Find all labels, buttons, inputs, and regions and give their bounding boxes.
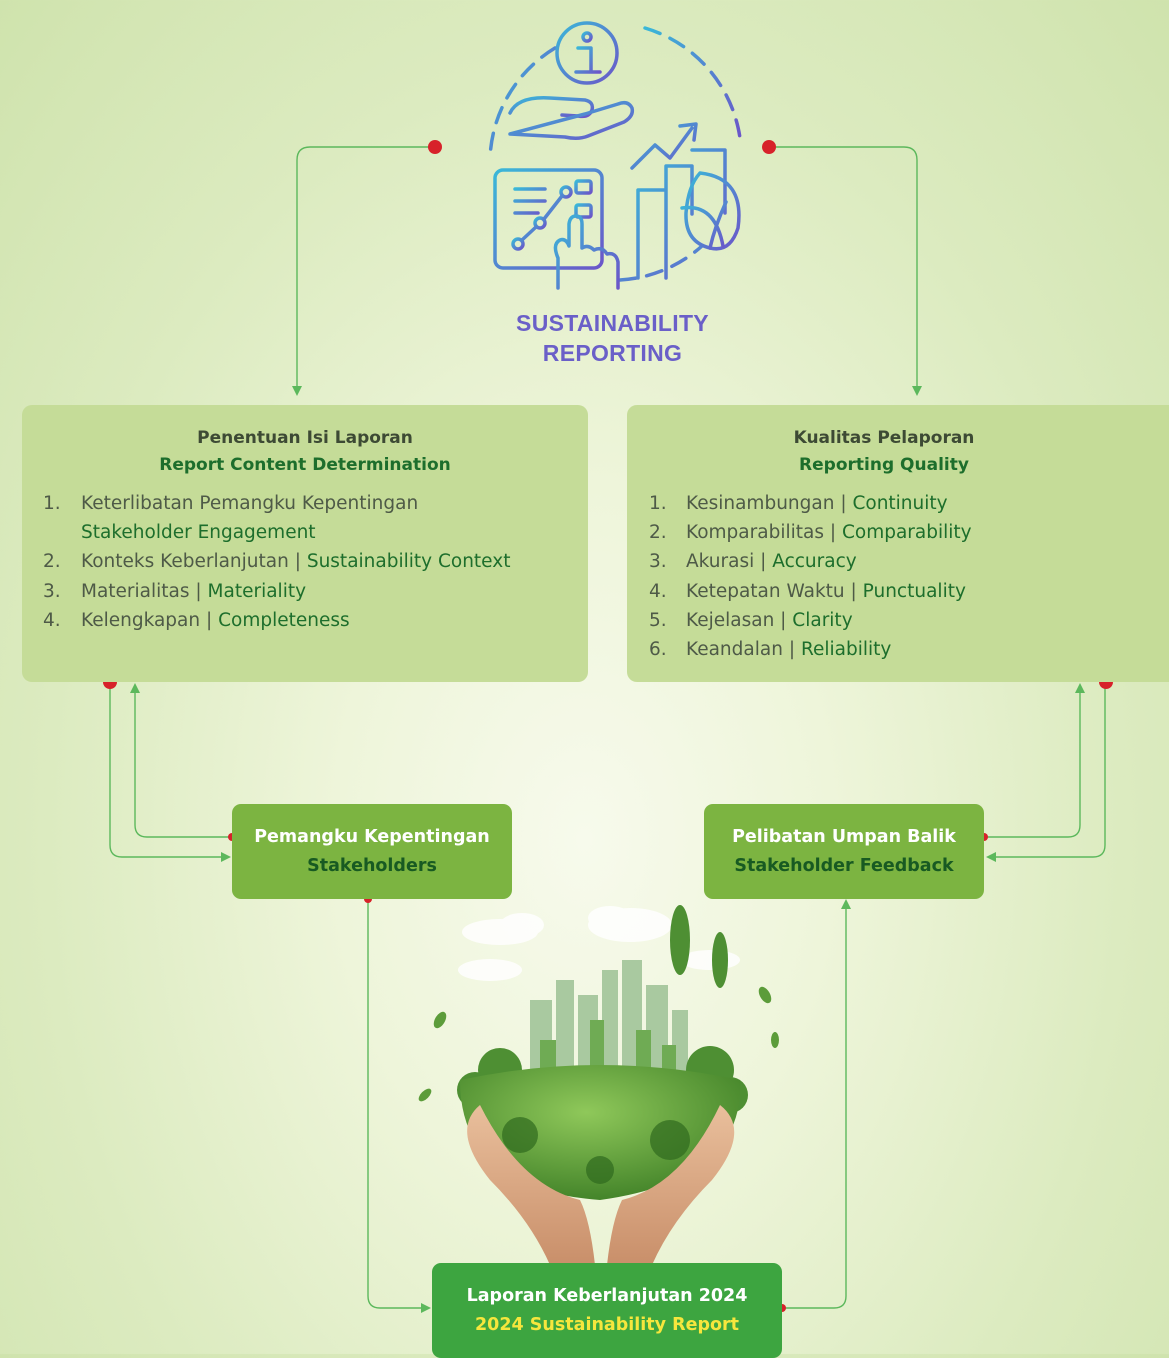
item-separator: | bbox=[754, 551, 773, 573]
arrow-report-to-feedback bbox=[782, 899, 851, 1309]
item-label-id: Keandalan bbox=[686, 639, 783, 661]
hands-holding-globe-illustration bbox=[418, 905, 779, 1265]
list-item: 4. Kelengkapan | Completeness bbox=[22, 606, 588, 635]
item-label-id: Kejelasan bbox=[686, 609, 775, 631]
list-item: 3. Materialitas | Materiality bbox=[22, 577, 588, 606]
report-label-en: 2024 Sustainability Report bbox=[475, 1314, 739, 1335]
list-number: 5. bbox=[649, 609, 667, 631]
item-label-en: Comparability bbox=[841, 522, 972, 544]
item-separator: | bbox=[774, 609, 793, 631]
title-line-1: SUSTAINABILITY bbox=[516, 310, 709, 336]
list-number: 3. bbox=[43, 580, 61, 602]
report-label-id: Laporan Keberlanjutan 2024 bbox=[466, 1285, 748, 1306]
item-label-id: Ketepatan Waktu bbox=[686, 580, 845, 602]
item-separator: | bbox=[189, 580, 208, 602]
list-number: 6. bbox=[649, 639, 667, 661]
list-item: 4. Ketepatan Waktu | Punctuality bbox=[627, 577, 1169, 606]
item-label-en: Reliability bbox=[800, 639, 892, 661]
item-label-id: Konteks Keberlanjutan bbox=[81, 551, 289, 573]
item-label-en: Stakeholder Engagement bbox=[81, 522, 316, 544]
list-item: 1. Kesinambungan | Continuity bbox=[627, 489, 1169, 518]
item-label-id: Komparabilitas bbox=[686, 522, 824, 544]
feedback-label-id: Pelibatan Umpan Balik bbox=[732, 826, 956, 847]
list-item: 5. Kejelasan | Clarity bbox=[627, 606, 1169, 635]
sustainability-report-box: Laporan Keberlanjutan 2024 2024 Sustaina… bbox=[432, 1263, 782, 1358]
stakeholders-label-en: Stakeholders bbox=[307, 855, 437, 876]
item-label-en: Sustainability Context bbox=[306, 551, 511, 573]
item-label-id: Materialitas bbox=[81, 580, 190, 602]
arrow-quality-to-feedback bbox=[986, 682, 1106, 862]
item-label-en: Clarity bbox=[792, 609, 853, 631]
item-separator: | bbox=[844, 580, 863, 602]
list-item: 3. Akurasi | Accuracy bbox=[627, 547, 1169, 576]
content-box-list: 1. Keterlibatan Pemangku Kepentingan Sta… bbox=[22, 489, 588, 635]
list-number: 2. bbox=[43, 551, 61, 573]
title-line-2: REPORTING bbox=[542, 340, 683, 366]
arrow-stakeholders-to-content bbox=[130, 683, 232, 838]
feedback-label-en: Stakeholder Feedback bbox=[734, 855, 954, 876]
list-item: 2. Komparabilitas | Comparability bbox=[627, 518, 1169, 547]
item-label-id: Kesinambungan bbox=[686, 493, 835, 514]
item-label-id: Keterlibatan Pemangku Kepentingan bbox=[81, 493, 419, 514]
list-item: 1. Keterlibatan Pemangku Kepentingan Sta… bbox=[22, 489, 588, 547]
quality-box-heading: Kualitas Pelaporan Reporting Quality bbox=[581, 425, 1169, 479]
content-box-heading: Penentuan Isi Laporan Report Content Det… bbox=[22, 425, 588, 479]
list-item: 2. Konteks Keberlanjutan | Sustainabilit… bbox=[22, 547, 588, 576]
stakeholders-box: Pemangku Kepentingan Stakeholders bbox=[232, 804, 512, 899]
arrow-logo-to-quality bbox=[769, 146, 922, 396]
item-separator: | bbox=[200, 609, 219, 631]
quality-box-list: 1. Kesinambungan | Continuity 2. Kompara… bbox=[627, 489, 1169, 664]
item-separator: | bbox=[834, 493, 853, 514]
stakeholder-feedback-box: Pelibatan Umpan Balik Stakeholder Feedba… bbox=[704, 804, 984, 899]
reporting-quality-box: Kualitas Pelaporan Reporting Quality 1. … bbox=[627, 405, 1169, 682]
item-separator: | bbox=[823, 522, 842, 544]
item-separator: | bbox=[288, 551, 307, 573]
stakeholders-label-id: Pemangku Kepentingan bbox=[254, 826, 490, 847]
arrow-content-to-stakeholders bbox=[109, 682, 231, 862]
arrow-stakeholders-to-report bbox=[367, 899, 431, 1313]
item-label-id: Akurasi bbox=[686, 551, 755, 573]
list-item: 6. Keandalan | Reliability bbox=[627, 635, 1169, 664]
quality-box-title-id: Kualitas Pelaporan bbox=[793, 428, 975, 448]
item-label-en: Punctuality bbox=[862, 580, 966, 602]
list-number: 1. bbox=[43, 493, 61, 514]
list-number: 2. bbox=[649, 522, 667, 544]
item-label-en: Continuity bbox=[852, 493, 948, 514]
content-box-title-id: Penentuan Isi Laporan bbox=[197, 428, 413, 448]
list-number: 4. bbox=[43, 609, 61, 631]
arrow-feedback-to-quality bbox=[984, 683, 1085, 838]
report-content-determination-box: Penentuan Isi Laporan Report Content Det… bbox=[22, 405, 588, 682]
list-number: 1. bbox=[649, 493, 667, 514]
list-number: 3. bbox=[649, 551, 667, 573]
item-separator: | bbox=[782, 639, 801, 661]
list-number: 4. bbox=[649, 580, 667, 602]
item-label-id: Kelengkapan bbox=[81, 609, 201, 631]
item-label-en: Materiality bbox=[207, 580, 307, 602]
content-box-title-en: Report Content Determination bbox=[159, 455, 451, 475]
quality-box-title-en: Reporting Quality bbox=[799, 455, 969, 475]
arrow-logo-to-content bbox=[292, 146, 435, 396]
sustainability-reporting-title: SUSTAINABILITY REPORTING bbox=[460, 308, 765, 368]
info-hand-chart-leaf-icon bbox=[488, 21, 742, 290]
item-label-en: Completeness bbox=[218, 609, 350, 631]
item-label-en: Accuracy bbox=[772, 551, 857, 573]
